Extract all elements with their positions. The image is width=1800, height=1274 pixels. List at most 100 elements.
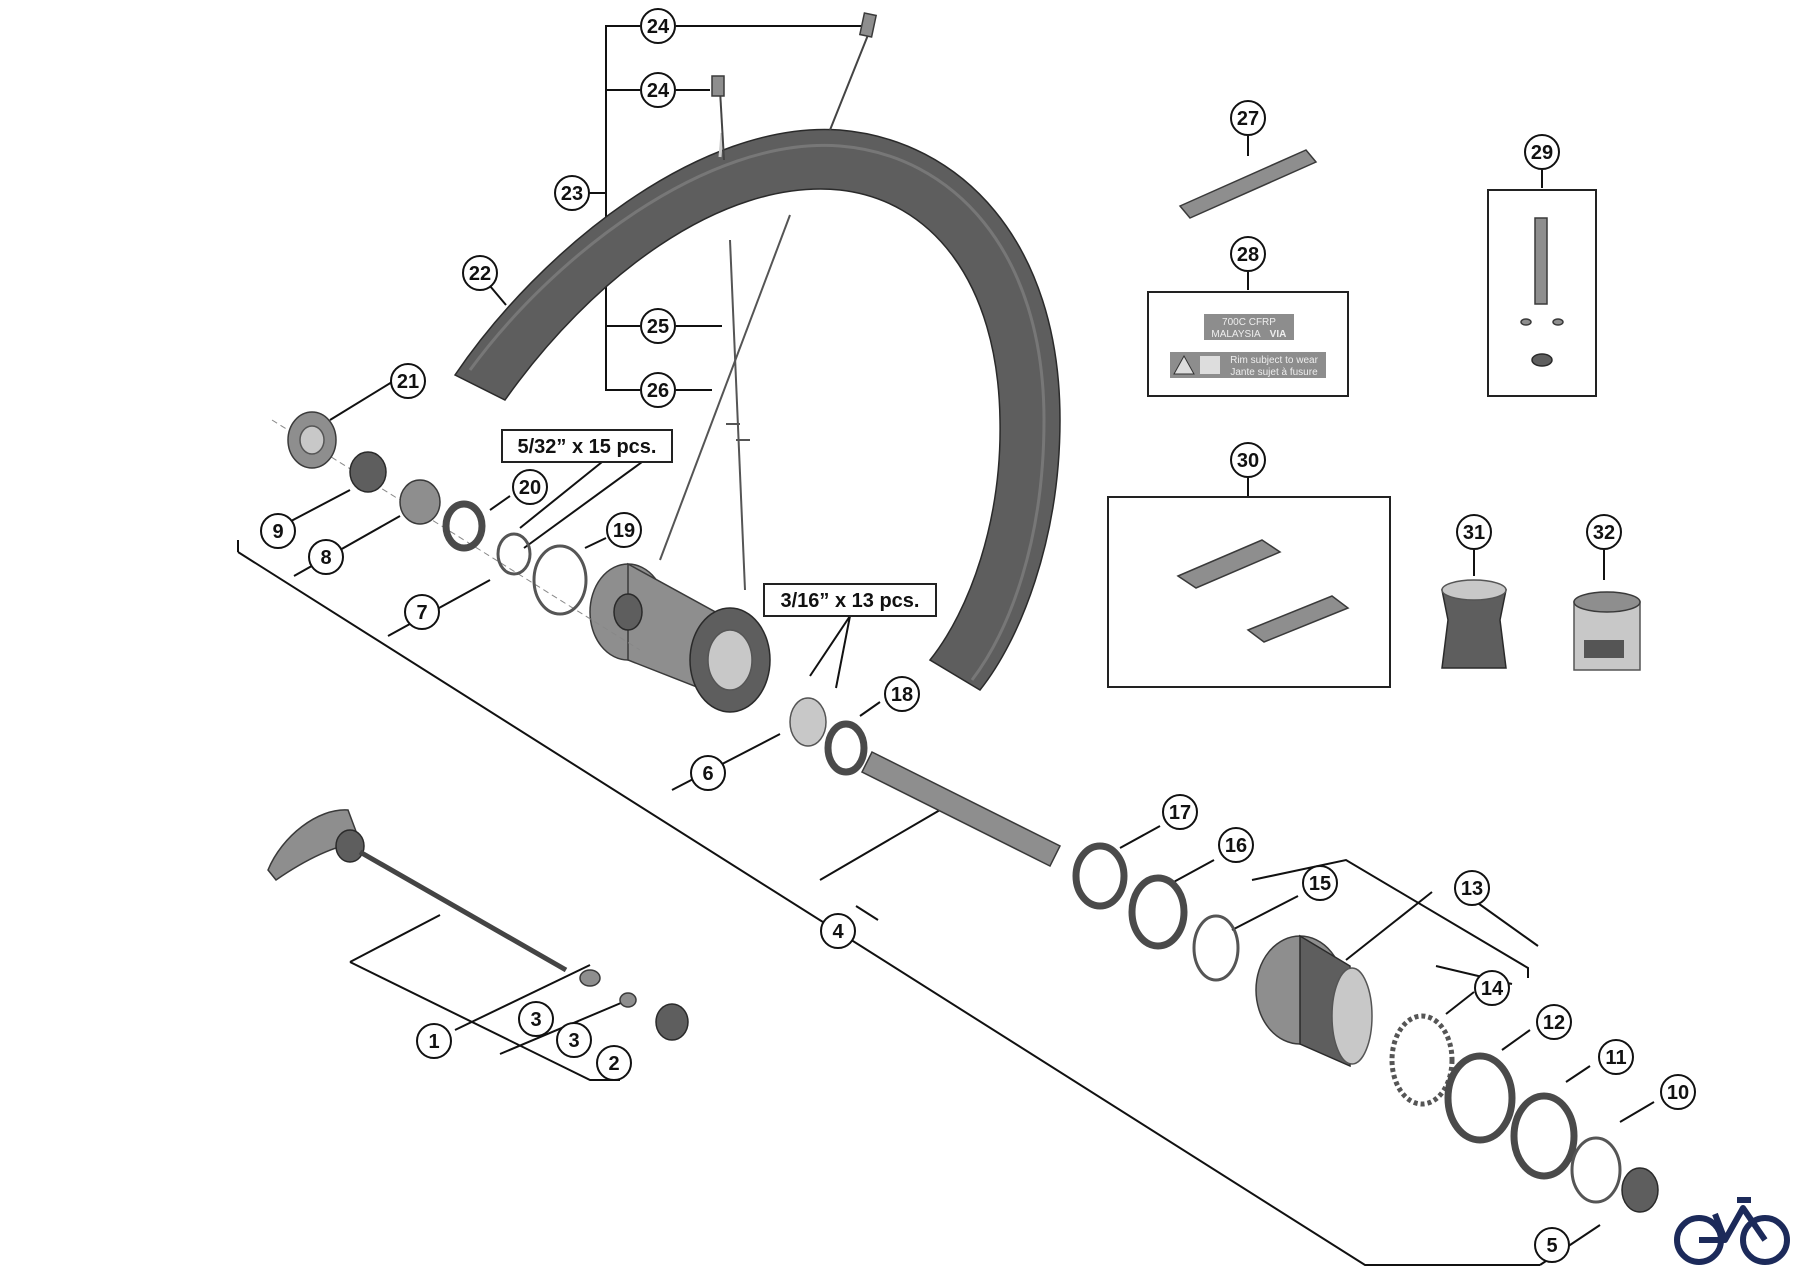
callout-circle (1302, 865, 1338, 901)
callout-circle (1218, 827, 1254, 863)
callout-circle (308, 539, 344, 575)
box-brake-pads (1107, 496, 1391, 688)
callout-number: 31 (1463, 522, 1485, 544)
callout-c16: 16 (1218, 827, 1254, 863)
rim-label-text: 700C CFRP MALAYSIA VIA Rim subject to we… (1211, 317, 1318, 378)
callout-number: 8 (320, 547, 331, 569)
callout-circle (512, 469, 548, 505)
callout-markers: 1233456789101112131415161718192021222324… (260, 8, 1696, 1263)
hub-body (589, 562, 771, 713)
spec-box-front-balls (501, 429, 673, 463)
callout-circle (596, 1045, 632, 1081)
callout-circle (606, 512, 642, 548)
callout-c32: 32 (1586, 514, 1622, 550)
callout-number: 5 (1546, 1235, 1557, 1257)
callout-number: 18 (891, 684, 913, 706)
callout-c31: 31 (1456, 514, 1492, 550)
callout-c7: 7 (404, 594, 440, 630)
callout-c18: 18 (884, 676, 920, 712)
spec-labels: 5/32” x 15 pcs. 3/16” x 13 pcs. (501, 429, 937, 617)
callout-number: 23 (561, 183, 583, 205)
callout-circle (640, 72, 676, 108)
spec-front-balls: 5/32” x 15 pcs. (518, 436, 657, 458)
spec-rear-balls: 3/16” x 13 pcs. (781, 590, 920, 612)
callout-c5: 5 (1534, 1227, 1570, 1263)
callout-circle (416, 1023, 452, 1059)
box-valve (1487, 189, 1597, 397)
callout-number: 26 (647, 380, 669, 402)
callout-circle (820, 913, 856, 949)
accessory-parts (1170, 149, 1641, 671)
callout-number: 7 (416, 602, 427, 624)
callout-c25: 25 (640, 308, 676, 344)
quick-release (267, 809, 689, 1041)
callout-number: 13 (1461, 878, 1483, 900)
callout-circle (884, 676, 920, 712)
callout-circle (518, 1001, 554, 1037)
callout-circle (690, 755, 726, 791)
callout-c12: 12 (1536, 1004, 1572, 1040)
callout-c26: 26 (640, 372, 676, 408)
rim-label-warn2: Jante sujet à fusure (1230, 367, 1318, 378)
callout-circle (1660, 1074, 1696, 1110)
callout-c15: 15 (1302, 865, 1338, 901)
callout-number: 1 (428, 1031, 439, 1053)
box-rim-label (1147, 291, 1349, 397)
callout-circle (1586, 514, 1622, 550)
callout-c29: 29 (1524, 134, 1560, 170)
callout-number: 30 (1237, 450, 1259, 472)
callout-number: 28 (1237, 244, 1259, 266)
callout-number: 6 (702, 763, 713, 785)
rim-label-line2: MALAYSIA (1211, 329, 1261, 340)
callout-circle (1598, 1039, 1634, 1075)
callout-number: 14 (1481, 978, 1504, 1000)
callout-number: 32 (1593, 522, 1615, 544)
callout-number: 3 (530, 1009, 541, 1031)
rim-decal-warning (1170, 352, 1326, 378)
callout-circle (1474, 970, 1510, 1006)
callout-c30: 30 (1230, 442, 1266, 478)
callout-c24a: 24 (640, 8, 676, 44)
callout-c3b: 3 (556, 1022, 592, 1058)
callout-circle (1230, 442, 1266, 478)
rim-label-warn1: Rim subject to wear (1230, 355, 1318, 366)
callout-number: 19 (613, 520, 635, 542)
callout-circle (404, 594, 440, 630)
callout-number: 29 (1531, 142, 1553, 164)
callout-circle (640, 8, 676, 44)
bicycle-icon (1674, 1197, 1790, 1265)
callout-c4: 4 (820, 913, 856, 949)
callout-number: 20 (519, 477, 541, 499)
callout-number: 16 (1225, 835, 1247, 857)
callout-number: 24 (647, 16, 670, 38)
callout-c28: 28 (1230, 236, 1266, 272)
info-manual-icon (1200, 356, 1220, 374)
callout-c23: 23 (554, 175, 590, 211)
callout-c9: 9 (260, 513, 296, 549)
callout-c21: 21 (390, 363, 426, 399)
callout-number: 10 (1667, 1082, 1689, 1104)
callout-c2: 2 (596, 1045, 632, 1081)
callout-c20: 20 (512, 469, 548, 505)
axle-and-freehub (789, 697, 1659, 1213)
callout-number: 17 (1169, 802, 1191, 824)
callout-c8: 8 (308, 539, 344, 575)
rim-label-brand: VIA (1270, 329, 1287, 340)
callout-circle (556, 1022, 592, 1058)
callout-circle (1524, 134, 1560, 170)
callout-c22: 22 (462, 255, 498, 291)
callout-c14: 14 (1474, 970, 1510, 1006)
callout-number: 15 (1309, 873, 1331, 895)
rim-decal-top (1204, 314, 1294, 340)
callout-circle (462, 255, 498, 291)
spokes (659, 12, 878, 591)
callout-circle (1230, 236, 1266, 272)
callout-circle (1230, 100, 1266, 136)
callout-c19: 19 (606, 512, 642, 548)
callout-circle (1536, 1004, 1572, 1040)
callout-number: 4 (832, 921, 844, 943)
callout-number: 25 (647, 316, 669, 338)
callout-circle (1456, 514, 1492, 550)
